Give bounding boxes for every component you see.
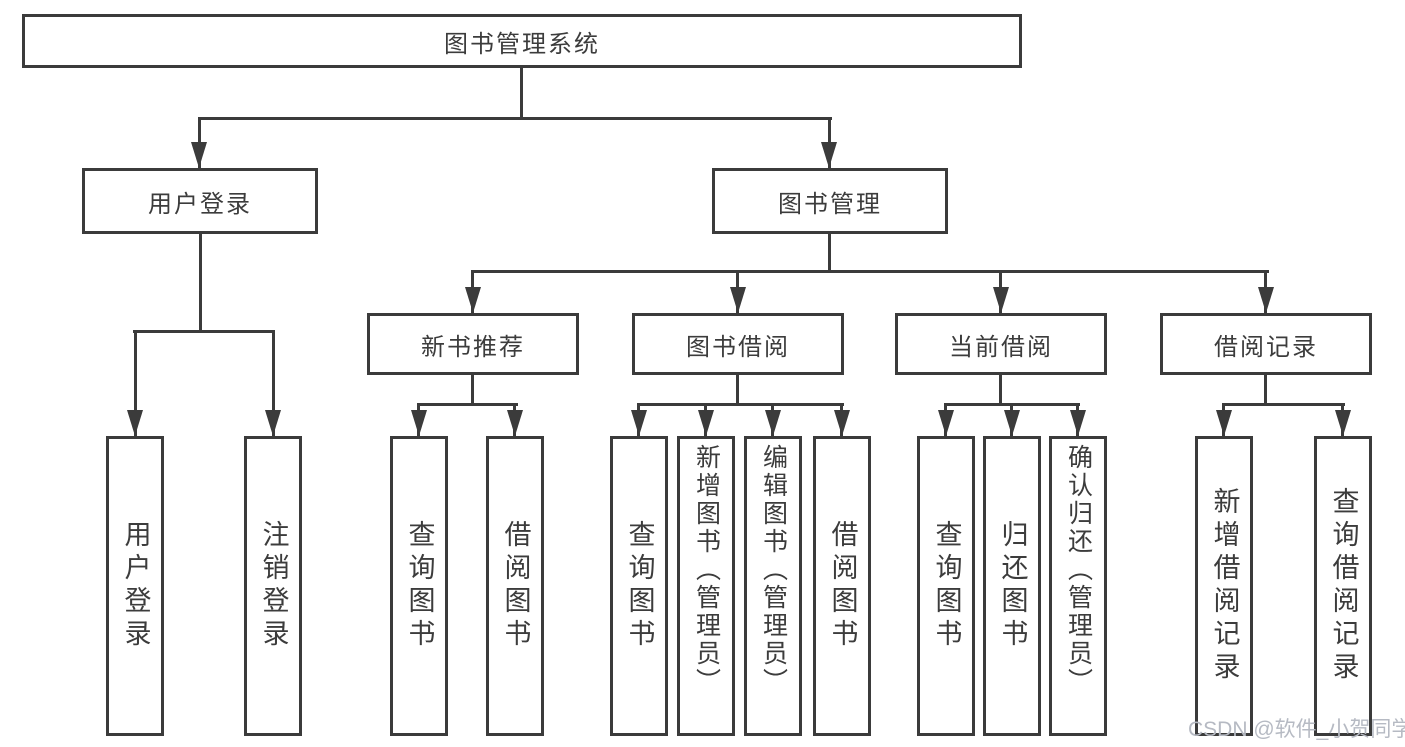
leaf-add-borrow-record: 新增借阅记录 <box>1195 436 1253 736</box>
node-book-borrowing: 图书借阅 <box>632 313 844 375</box>
arrowhead-icon <box>465 287 481 313</box>
leaf-label: 借阅图书 <box>500 520 531 652</box>
leaf-user-login: 用户登录 <box>106 436 164 736</box>
arrowhead-icon <box>265 410 281 436</box>
leaf-logout: 注销登录 <box>244 436 302 736</box>
node-new-book-recommend: 新书推荐 <box>367 313 579 375</box>
leaf-label: 注销登录 <box>258 520 289 652</box>
arrowhead-icon <box>507 410 523 436</box>
arrowhead-icon <box>1004 410 1020 436</box>
node-label: 图书借阅 <box>686 333 790 361</box>
leaf-query-books-2: 查询图书 <box>610 436 668 736</box>
leaf-borrow-books-2: 借阅图书 <box>813 436 871 736</box>
node-label: 新书推荐 <box>421 333 525 361</box>
leaf-query-borrow-record: 查询借阅记录 <box>1314 436 1372 736</box>
arrowhead-icon <box>730 287 746 313</box>
arrowhead-icon <box>1070 410 1086 436</box>
node-label: 图书管理 <box>778 190 882 218</box>
csdn-watermark: CSDN @软件_小贺同学 <box>1188 718 1405 741</box>
leaf-label: 查询借阅记录 <box>1328 487 1359 685</box>
connector-book-borrowing-rail <box>637 403 844 406</box>
arrowhead-icon <box>191 142 207 168</box>
arrowhead-icon <box>631 410 647 436</box>
arrowhead-icon <box>1335 410 1351 436</box>
connector-root-stem <box>520 68 523 118</box>
leaf-add-books-admin: 新增图书（管理员） <box>677 436 735 736</box>
leaf-borrow-books-1: 借阅图书 <box>486 436 544 736</box>
connector-new-book-rail <box>417 403 518 406</box>
arrowhead-icon <box>1216 410 1232 436</box>
arrowhead-icon <box>765 410 781 436</box>
leaf-label: 查询图书 <box>931 520 962 652</box>
connector-current-borrowing-stem <box>999 375 1002 406</box>
leaf-return-books: 归还图书 <box>983 436 1041 736</box>
arrowhead-icon <box>1258 287 1274 313</box>
connector-borrowing-records-stem <box>1264 375 1267 406</box>
connector-level2-rail <box>471 270 1269 273</box>
node-label: 借阅记录 <box>1214 333 1318 361</box>
leaf-edit-books-admin: 编辑图书（管理员） <box>744 436 802 736</box>
arrowhead-icon <box>834 410 850 436</box>
leaf-label: 归还图书 <box>997 520 1028 652</box>
connector-book-management-stem <box>828 234 831 273</box>
leaf-query-books-1: 查询图书 <box>390 436 448 736</box>
leaf-label: 借阅图书 <box>827 520 858 652</box>
connector-book-borrowing-stem <box>736 375 739 406</box>
arrowhead-icon <box>127 410 143 436</box>
connector-borrowing-records-rail <box>1222 403 1345 406</box>
leaf-label: 新增借阅记录 <box>1209 487 1240 685</box>
leaf-label: 用户登录 <box>120 520 151 652</box>
node-current-borrowing: 当前借阅 <box>895 313 1107 375</box>
arrowhead-icon <box>993 287 1009 313</box>
node-label: 当前借阅 <box>949 333 1053 361</box>
connector-new-book-stem <box>471 375 474 406</box>
connector-to-leaf-logout <box>272 330 275 436</box>
node-book-management: 图书管理 <box>712 168 948 234</box>
connector-to-leaf-user-login <box>134 330 137 436</box>
leaf-label: 新增图书（管理员） <box>692 444 721 696</box>
leaf-label: 确认归还（管理员） <box>1064 444 1093 696</box>
connector-user-login-rail <box>133 330 275 333</box>
node-label: 用户登录 <box>148 190 252 218</box>
arrowhead-icon <box>821 142 837 168</box>
node-label: 图书管理系统 <box>444 30 600 58</box>
leaf-confirm-return-admin: 确认归还（管理员） <box>1049 436 1107 736</box>
arrowhead-icon <box>698 410 714 436</box>
leaf-query-books-3: 查询图书 <box>917 436 975 736</box>
node-user-login: 用户登录 <box>82 168 318 234</box>
leaf-label: 查询图书 <box>624 520 655 652</box>
node-borrowing-records: 借阅记录 <box>1160 313 1372 375</box>
leaf-label: 查询图书 <box>404 520 435 652</box>
arrowhead-icon <box>938 410 954 436</box>
node-library-management-system: 图书管理系统 <box>22 14 1022 68</box>
connector-level1-rail <box>198 117 832 120</box>
leaf-label: 编辑图书（管理员） <box>759 444 788 696</box>
connector-user-login-stem <box>199 234 202 333</box>
arrowhead-icon <box>411 410 427 436</box>
